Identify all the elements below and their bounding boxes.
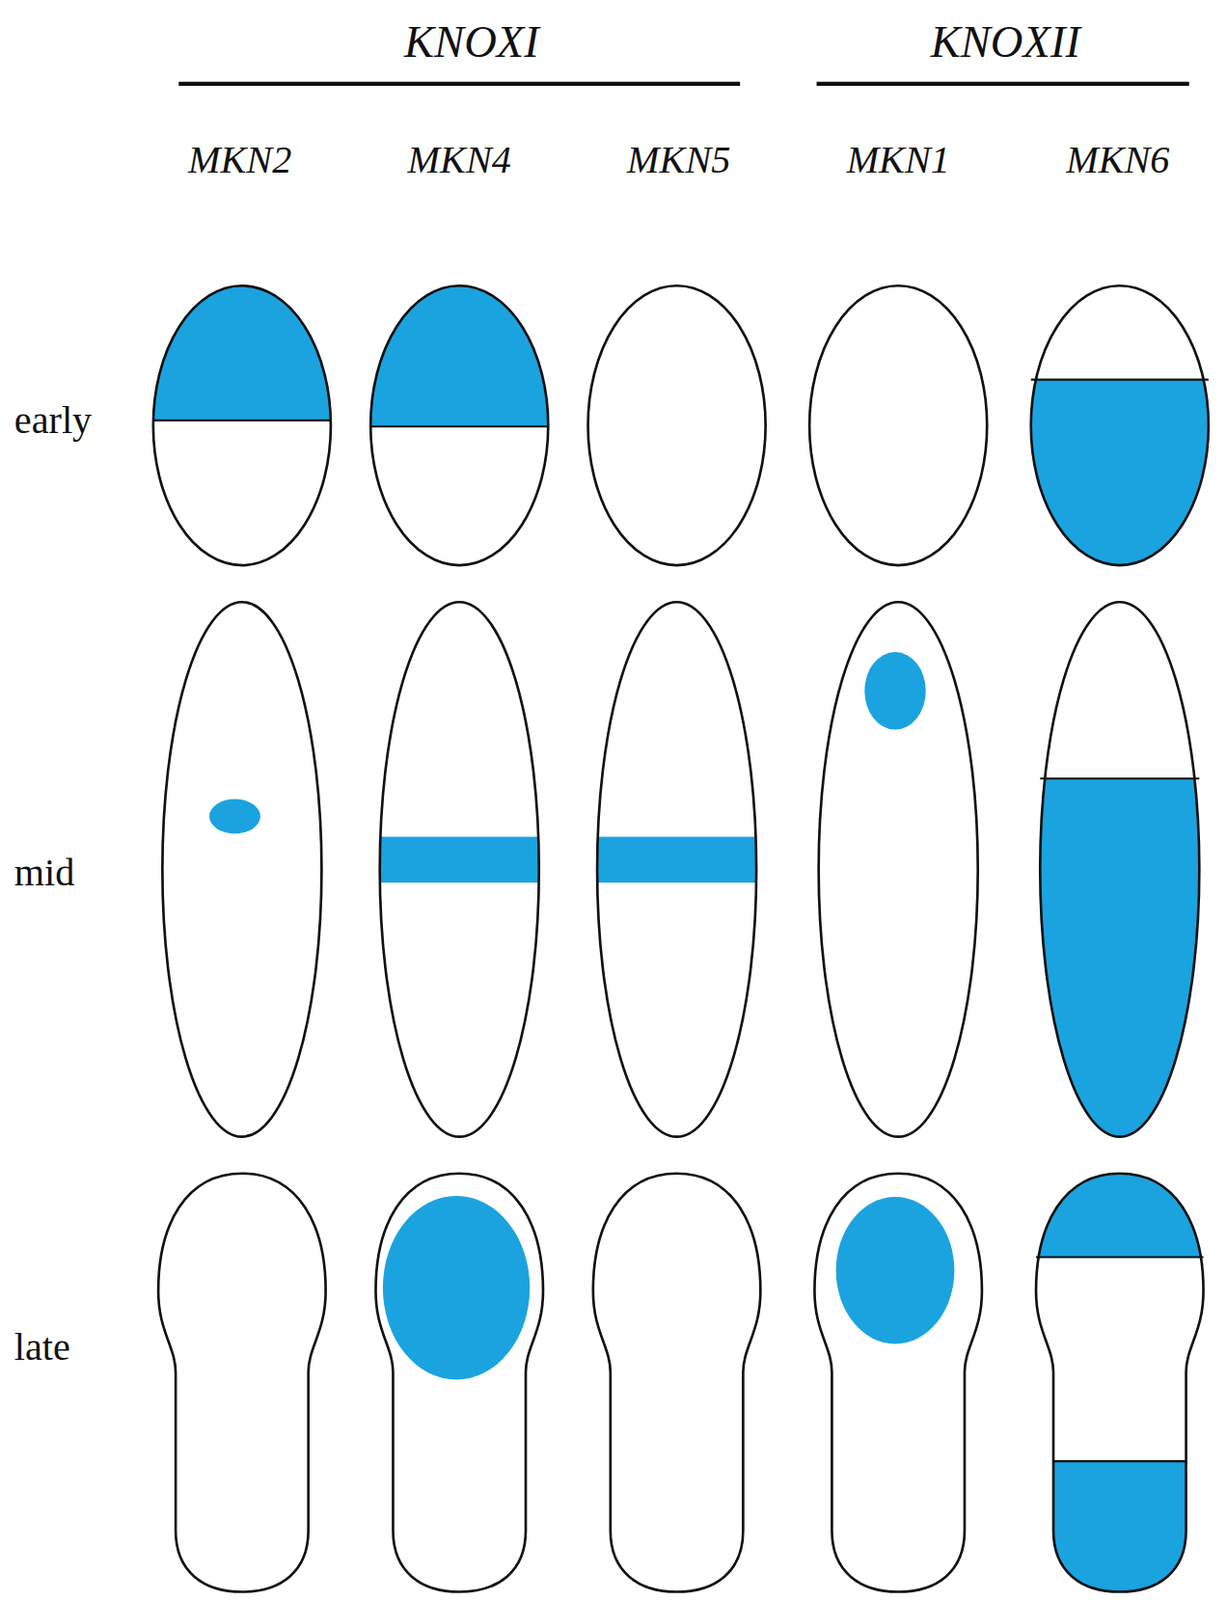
mid-embryo <box>590 601 764 1137</box>
group-bar <box>178 81 740 86</box>
late-embryo <box>1028 1163 1212 1600</box>
early-embryo <box>809 285 987 566</box>
mid-embryo <box>162 601 322 1137</box>
gene-name: MKN6 <box>1065 140 1170 180</box>
stage-label: late <box>14 1328 71 1367</box>
late-embryo <box>375 1173 544 1593</box>
gene-name: MKN4 <box>408 140 512 180</box>
mid-embryo <box>818 601 979 1137</box>
gene-name: MKN2 <box>188 140 292 180</box>
early-embryo <box>1022 285 1217 579</box>
mid-embryo <box>372 601 546 1137</box>
group-heading: KNOXII <box>930 20 1081 66</box>
stage-label: mid <box>14 853 76 893</box>
early-embryo <box>362 275 557 566</box>
early-embryo <box>144 275 339 566</box>
gene-name: MKN1 <box>846 140 951 180</box>
late-embryo <box>593 1173 762 1593</box>
group-bar <box>817 81 1190 86</box>
group-heading: KNOXI <box>404 20 540 66</box>
mid-embryo <box>1033 601 1207 1146</box>
late-embryo <box>158 1173 327 1593</box>
late-embryo <box>814 1173 982 1593</box>
stage-label: early <box>14 401 92 440</box>
early-embryo <box>588 285 766 566</box>
gene-name: MKN5 <box>627 140 731 180</box>
